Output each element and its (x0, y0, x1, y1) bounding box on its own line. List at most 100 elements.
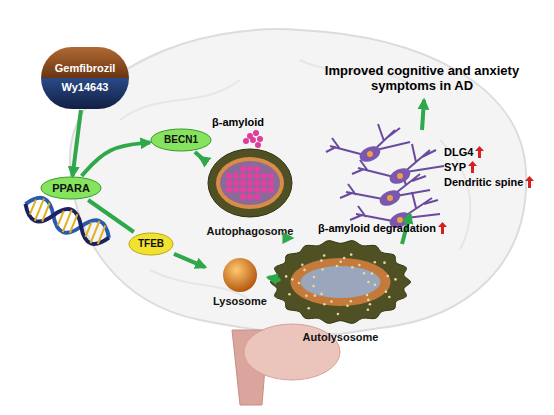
ellipse-shape (129, 233, 173, 255)
degraded-particle (339, 261, 342, 264)
annotation-label: Dendritic spine (444, 176, 534, 189)
degraded-particle (312, 285, 315, 288)
brain-outline (70, 29, 526, 334)
flow-connector (174, 254, 205, 267)
autophago-shape (200, 146, 300, 220)
flow-connector (73, 110, 81, 176)
amyloid-dot (226, 187, 232, 193)
amyloid-dot (240, 166, 246, 172)
amyloid-dot (240, 173, 246, 179)
degraded-particle (307, 307, 310, 310)
annotation-label: β-amyloid degradation (318, 222, 447, 235)
amyloid-dot (240, 187, 246, 193)
degraded-particle (371, 272, 374, 275)
neuron-body (377, 187, 403, 209)
flow-connector (88, 200, 134, 232)
amyloid-dot (250, 137, 256, 143)
amyloid-dot (268, 187, 274, 193)
label-text: SYP (444, 161, 466, 174)
amyloid-dot (254, 194, 260, 200)
flow-connector (82, 143, 150, 176)
amyloid-dot (254, 173, 260, 179)
node-text: Lysosome (213, 295, 267, 308)
degraded-particle (320, 259, 323, 262)
degraded-particle (321, 268, 324, 271)
amyloid-dot (254, 180, 260, 186)
degraded-particle (298, 282, 301, 285)
degraded-particle (366, 294, 369, 297)
amyloid-dot (226, 180, 232, 186)
label-text: Dendritic spine (444, 176, 523, 189)
node-text: BECN1 (164, 134, 198, 146)
amyloid-dot (247, 194, 253, 200)
amyloid-dot (261, 173, 267, 179)
membrane-inner (216, 157, 284, 209)
ellipse-node: TFEB (128, 232, 174, 256)
neuron-nucleus (387, 195, 393, 201)
node-text: Autolysosome (303, 331, 379, 344)
annotation-label: SYP (444, 161, 477, 174)
lumen (301, 266, 381, 298)
neurons (326, 124, 444, 222)
amyloid-dot (240, 180, 246, 186)
node-text: PPARA (52, 182, 90, 195)
membrane-outer (208, 149, 292, 217)
degraded-particle (320, 293, 323, 296)
neuron-nucleus (397, 173, 403, 179)
flow-connector (195, 152, 202, 159)
capsule-node: GemfibrozilWy14643 (40, 46, 130, 110)
amyloid-dot (226, 173, 232, 179)
increase-arrow (438, 222, 447, 234)
degraded-particle (346, 304, 349, 307)
neuron-body (387, 165, 413, 187)
label-text: DLG4 (444, 146, 473, 159)
increase-arrow (525, 176, 534, 188)
node-text: TFEB (138, 238, 164, 250)
lumen (220, 161, 280, 205)
label-text: Improved cognitive and anxiety symptoms … (322, 64, 522, 94)
autolyso-shape (268, 238, 413, 326)
label-text: β-amyloid (212, 116, 264, 129)
annotation-label: β-amyloid (212, 116, 264, 129)
degraded-particle (383, 261, 386, 264)
label-text: β-amyloid degradation (318, 222, 436, 235)
degraded-particle (323, 254, 326, 257)
degraded-particle (374, 261, 377, 264)
degraded-particle (367, 299, 370, 302)
degraded-particle (351, 266, 354, 269)
beta-amyloid-cluster (243, 130, 263, 148)
capsule-top (41, 47, 129, 78)
degraded-particle (336, 265, 339, 268)
annotation-label: DLG4 (444, 146, 484, 159)
lysosome-ball (223, 258, 257, 292)
amyloid-dot (247, 180, 253, 186)
dna-strand (21, 193, 113, 249)
degraded-particle (374, 283, 377, 286)
ellipse-shape (41, 177, 101, 199)
amyloid-dot (254, 166, 260, 172)
membrane-outer (271, 241, 411, 324)
amyloid-dot (268, 173, 274, 179)
amyloid-dot (247, 166, 253, 172)
degraded-particle (291, 278, 294, 281)
node-text: Autophagosome (207, 225, 294, 238)
amyloid-dot (268, 180, 274, 186)
increase-arrow (475, 146, 484, 158)
degraded-particle (369, 303, 372, 306)
degraded-particle (363, 272, 366, 275)
amyloid-dot (243, 138, 249, 144)
increase-arrow-head (475, 146, 484, 158)
neuron-body (357, 143, 383, 165)
degraded-particle (358, 264, 361, 267)
amyloid-dot (247, 187, 253, 193)
annotation-label: Improved cognitive and anxiety symptoms … (322, 64, 522, 94)
increase-arrow (468, 161, 477, 173)
amyloid-dot (255, 142, 261, 148)
degraded-particle (301, 263, 304, 266)
autolyso-node: Autolysosome (268, 238, 413, 344)
node-text: Gemfibrozil (55, 62, 116, 75)
degraded-particle (303, 269, 306, 272)
capsule-shape (40, 46, 130, 110)
